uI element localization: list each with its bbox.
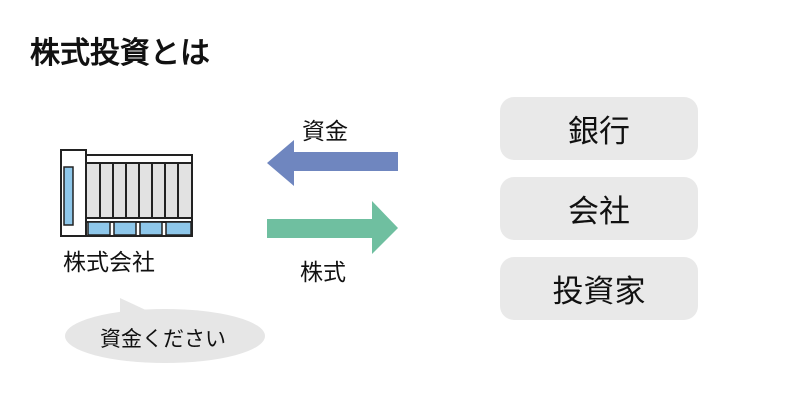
speech-text: 資金ください [100,327,226,351]
stock-label: 株式 [300,260,346,286]
speech-bubble [65,298,265,363]
investor-bank: 銀行 [500,97,698,160]
money-arrow [267,140,398,186]
page-title: 株式投資とは [30,36,210,71]
money-label: 資金 [302,119,348,145]
company-label: 株式会社 [63,250,155,276]
investor-individual: 投資家 [500,257,698,320]
building-icon [60,149,193,237]
stock-arrow [267,201,398,254]
investor-company: 会社 [500,177,698,240]
